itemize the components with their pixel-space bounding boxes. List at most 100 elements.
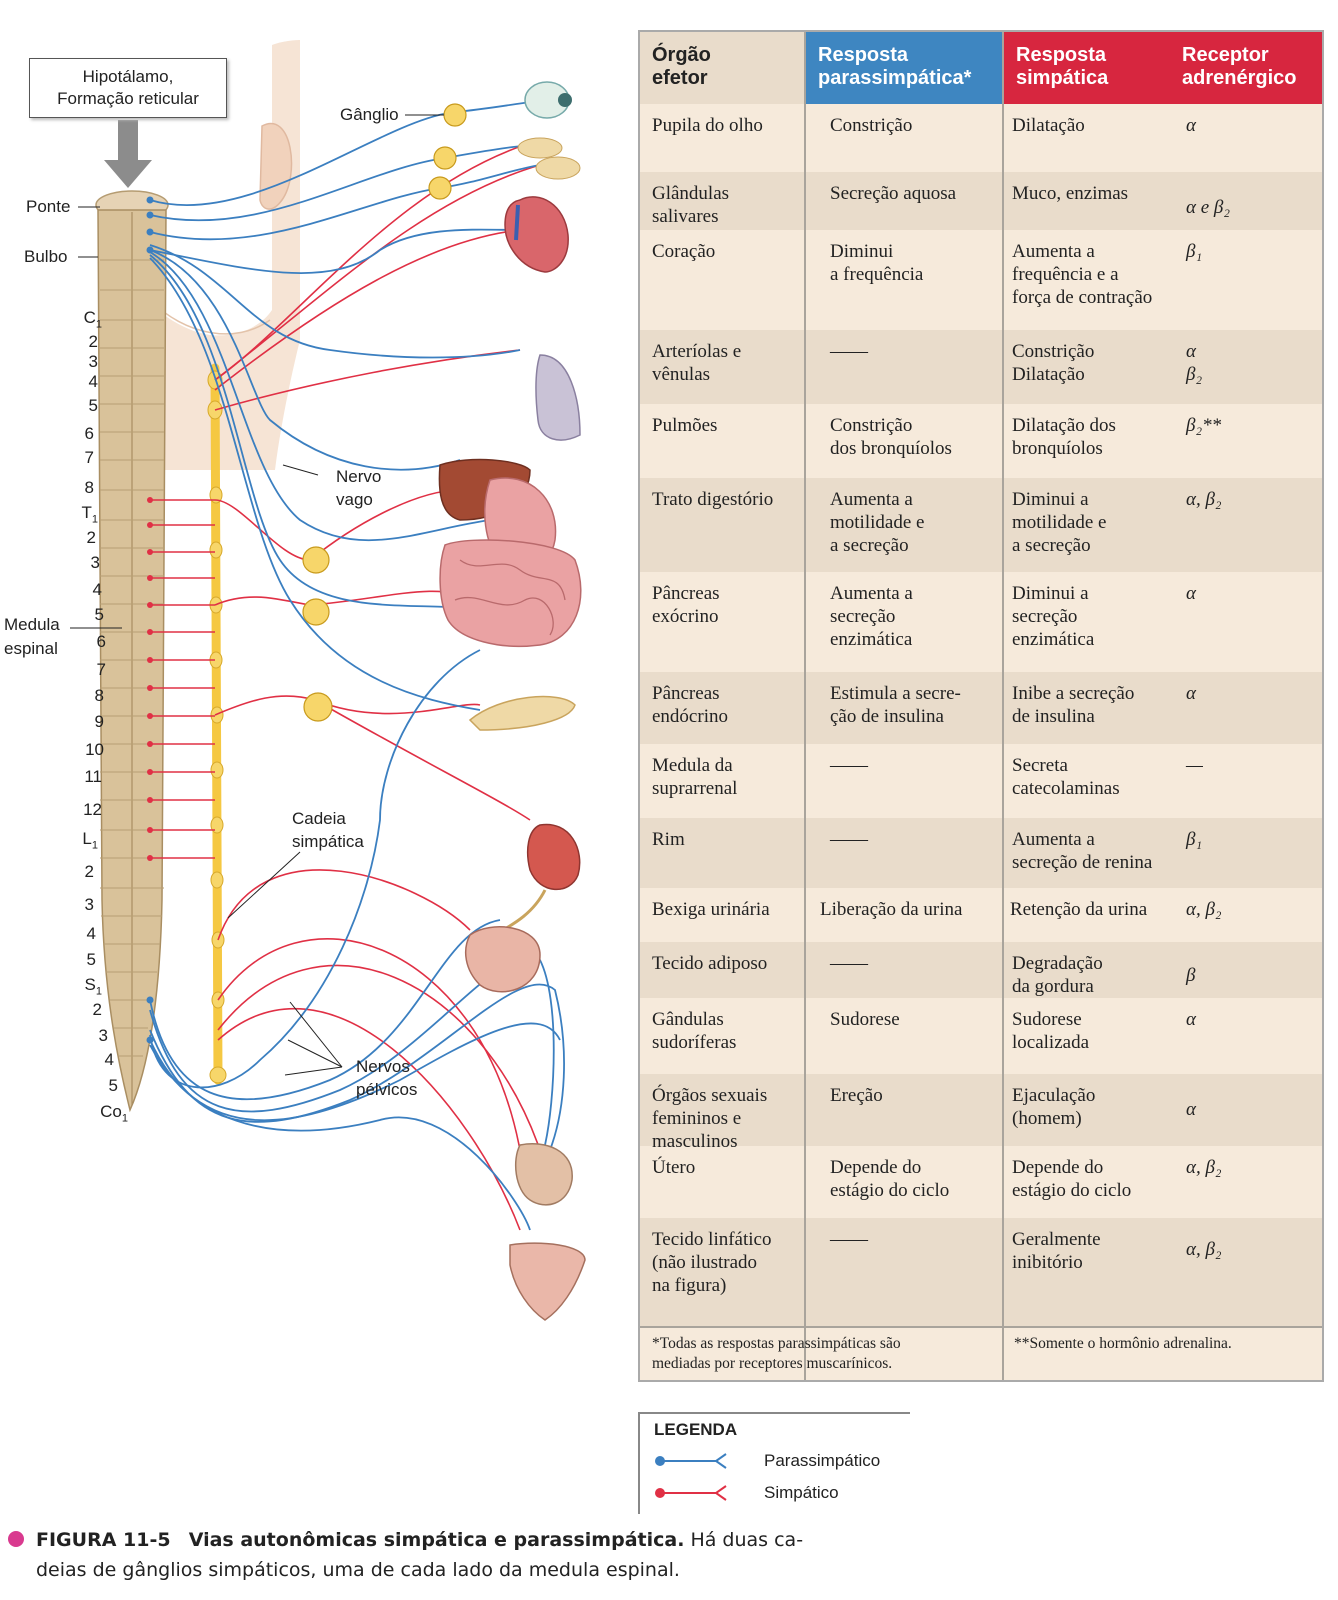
receptor-cell: α, β₂ <box>1186 489 1222 510</box>
medulla-oblongata-label: Bulbo <box>24 247 68 266</box>
segment-l5: 5 <box>86 950 96 969</box>
receptor-cell: β₁ <box>1186 829 1203 850</box>
figure-caption: FIGURA 11-5 Vias autonômicas simpática e… <box>8 1525 888 1585</box>
sympathetic-cell: Diminui a motilidade e a secreção <box>1012 489 1107 556</box>
sympathetic-cell: Degradação da gordura <box>1012 953 1103 997</box>
segment-t9: 9 <box>94 712 104 731</box>
segment-s5: 5 <box>108 1076 118 1095</box>
legend-swatches <box>655 1453 727 1501</box>
sympathetic-cell: Aumenta a frequência e a força de contra… <box>1012 241 1153 308</box>
sympathetic-cell: Muco, enzimas <box>1012 183 1129 204</box>
parasympathetic-cell: —— <box>830 829 868 850</box>
reticular-formation-label: Formação reticular <box>57 89 199 108</box>
sympathetic-fibers <box>150 139 541 1231</box>
segment-c3: 3 <box>88 352 98 371</box>
receptor-cell: α, β₂ <box>1186 1157 1222 1178</box>
caption-text-1: Há duas ca- <box>684 1529 804 1551</box>
organ-cell: Pulmões <box>652 415 718 436</box>
arrow-head <box>104 160 152 188</box>
table-row: Medula da suprarrenal——Secreta catecolam… <box>640 744 1322 818</box>
segment-c4: 4 <box>88 372 98 391</box>
organ-cell: Arteríolas e vênulas <box>652 341 742 385</box>
sympathetic-cell: Constrição Dilatação <box>1012 341 1095 385</box>
organ-cell: Rim <box>652 829 685 850</box>
autonomic-pathways-diagram: Hipotálamo, Formação reticular Ponte Bul… <box>0 0 640 1510</box>
receptor-cell: α <box>1186 583 1196 604</box>
segment-c6: 6 <box>84 424 94 443</box>
hypothalamus-box: Hipotálamo, Formação reticular <box>29 58 227 118</box>
ganglion-label: Gânglio <box>340 105 399 124</box>
segment-t10: 10 <box>85 740 104 759</box>
male-organs <box>514 1143 573 1206</box>
salivary-gland <box>517 137 563 159</box>
hypothalamus-label: Hipotálamo, <box>82 67 174 86</box>
sympathetic-chain-label-1: Cadeia <box>292 809 346 828</box>
table-row: Arteríolas e vênulas——Constrição Dilataç… <box>640 330 1322 404</box>
table-row: Tecido linfático (não ilustrado na figur… <box>640 1218 1322 1326</box>
parasympathetic-cell: Aumenta a motilidade e a secreção <box>830 489 925 556</box>
segment-s4: 4 <box>104 1050 114 1069</box>
sympathetic-cell: Geralmente inibitório <box>1012 1229 1101 1273</box>
sympathetic-cell: Inibe a secreção de insulina <box>1012 683 1135 727</box>
segment-s3: 3 <box>98 1026 108 1045</box>
caption-bullet <box>8 1531 24 1547</box>
segment-t8: 8 <box>94 686 104 705</box>
segment-c2: 2 <box>88 332 98 351</box>
receptor-cell: α <box>1186 1009 1196 1030</box>
intestines <box>439 539 582 648</box>
table-row: Trato digestório Aumenta a motilidade e a… <box>640 478 1322 572</box>
organ-cell: Trato digestório <box>652 489 774 510</box>
parasympathetic-cell: Constrição dos bronquíolos <box>830 415 952 459</box>
segment-t6: 6 <box>96 632 106 651</box>
segment-t5: 5 <box>94 605 104 624</box>
receptor-cell: α <box>1186 1099 1196 1120</box>
receptor-cell: — <box>1186 755 1203 776</box>
vagus-nerve-label-2: vago <box>336 490 373 509</box>
parasympathetic-cell: Ereção <box>830 1085 883 1106</box>
receptor-cell: β₂** <box>1186 415 1222 436</box>
receptor-cell: α <box>1186 115 1196 136</box>
receptor-cell: α, β₂ <box>1186 899 1222 920</box>
footnote-parasympathetic: *Todas as respostas parassimpáticas são … <box>652 1335 901 1372</box>
organ-cell: Órgãos sexuais femininos e masculinos <box>652 1085 768 1152</box>
legend-sympathetic: Simpático <box>764 1483 839 1502</box>
segment-co1: Co1 <box>100 1102 128 1125</box>
bladder <box>464 926 541 993</box>
segment-c8: 8 <box>84 478 94 497</box>
segment-t1: T1 <box>81 503 98 526</box>
pons-label: Ponte <box>26 197 71 216</box>
sympathetic-cell: Depende do estágio do ciclo <box>1012 1157 1132 1201</box>
parasympathetic-cell: Sudorese <box>830 1009 900 1030</box>
sympathetic-cell: Retenção da urina <box>1010 899 1148 920</box>
segment-t12: 12 <box>83 800 102 819</box>
lung <box>535 354 581 441</box>
segment-l4: 4 <box>86 924 96 943</box>
receptor-cell: α e β₂ <box>1186 197 1230 218</box>
diagram-illustration <box>70 40 586 1321</box>
organ-cell: Pupila do olho <box>652 115 763 136</box>
legend-title: LEGENDA <box>654 1420 738 1439</box>
uterus <box>509 1242 586 1321</box>
spinal-cord-label-1: Medula <box>4 615 60 634</box>
arrow-shaft <box>118 120 138 162</box>
parasympathetic-cell: Constrição <box>830 115 913 136</box>
table-row: Órgãos sexuais femininos e masculinos Ere… <box>640 1074 1322 1152</box>
figure-label: FIGURA 11-5 <box>36 1529 171 1551</box>
pelvic-nerves-label-2: pélvicos <box>356 1080 418 1099</box>
legend-parasympathetic: Parassimpático <box>764 1451 881 1470</box>
pancreas <box>468 695 576 731</box>
sympathetic-cell: Dilatação <box>1012 115 1085 136</box>
organ-cell: Glândulas salivares <box>652 183 730 227</box>
sympathetic-chain-label-2: simpática <box>292 832 364 851</box>
spinal-cord-label-2: espinal <box>4 639 58 658</box>
